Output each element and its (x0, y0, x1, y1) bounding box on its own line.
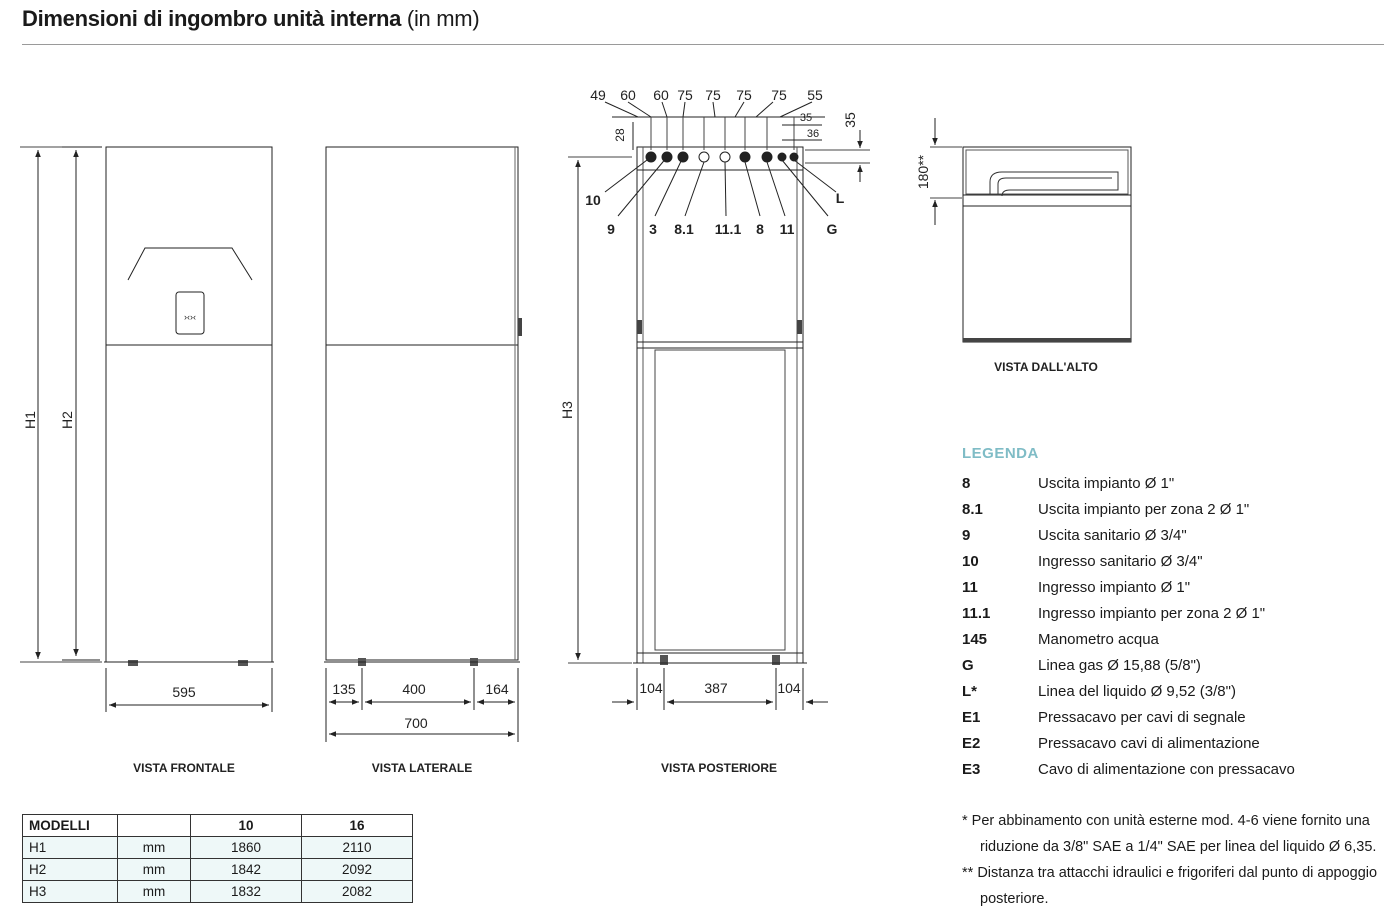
label-front-view: VISTA FRONTALE (133, 761, 235, 775)
table-cell: H1 (22, 836, 118, 859)
dim-rear-right: 104 (777, 680, 801, 696)
rear-dim-4: 75 (677, 87, 693, 103)
dim-rear-mid: 387 (704, 680, 728, 696)
rear-dim-6: 75 (736, 87, 752, 103)
dim-side-total: 700 (404, 715, 428, 731)
rear-dim-7: 75 (771, 87, 787, 103)
table-cell: H3 (22, 880, 118, 903)
table-cell: 2092 (301, 858, 413, 881)
rear-dim-35: 35 (800, 112, 812, 124)
title-divider (22, 44, 1384, 45)
dim-h1: H1 (22, 411, 38, 429)
label-rear-view: VISTA POSTERIORE (661, 761, 777, 775)
table-cell: 2082 (301, 880, 413, 903)
label-top-view: VISTA DALL'ALTO (994, 360, 1098, 374)
conn-l: L (836, 190, 845, 206)
table-row: H3 mm 1832 2082 (22, 880, 413, 903)
table-cell: 1842 (190, 858, 302, 881)
table-row: H1 mm 1860 2110 (22, 836, 413, 859)
footnote-2: ** Distanza tra attacchi idraulici e fri… (962, 865, 1378, 907)
rear-dim-3: 60 (653, 87, 669, 103)
legend-title: LEGENDA (962, 445, 1039, 462)
conn-11-1: 11.1 (715, 221, 742, 237)
rear-dim-1: 49 (590, 87, 606, 103)
table-header-cell: 16 (301, 814, 413, 837)
table-cell: 2110 (301, 836, 413, 859)
conn-g: G (827, 221, 838, 237)
svg-text:›‹›‹: ›‹›‹ (184, 312, 196, 322)
table-header-cell: 10 (190, 814, 302, 837)
conn-8: 8 (756, 221, 764, 237)
dim-side-left: 135 (332, 681, 356, 697)
table-cell: mm (117, 858, 191, 881)
dim-top-35: 35 (842, 112, 858, 128)
top-view: 180** VISTA DALL'ALTO (915, 118, 1132, 374)
front-view: ›‹›‹ H1 H2 595 VISTA FRONTALE (20, 146, 274, 775)
footnotes: * Per abbinamento con unità esterne mod.… (962, 808, 1382, 912)
conn-8-1: 8.1 (674, 221, 694, 237)
conn-9: 9 (607, 221, 615, 237)
rear-dim-8: 55 (807, 87, 823, 103)
legend-item: L*Linea del liquido Ø 9,52 (3/8") (962, 682, 1236, 700)
dim-side-right: 164 (485, 681, 509, 697)
dim-h3: H3 (559, 401, 575, 419)
table-cell: mm (117, 836, 191, 859)
table-cell: H2 (22, 858, 118, 881)
rear-dim-5: 75 (705, 87, 721, 103)
table-cell: 1832 (190, 880, 302, 903)
side-view: 135 400 164 700 VISTA LATERALE (324, 146, 522, 775)
page-title: Dimensioni di ingombro unità interna (in… (22, 6, 480, 31)
rear-view: 49 60 60 75 75 75 75 55 35 36 28 35 10 9… (559, 87, 870, 775)
conn-10: 10 (585, 192, 601, 208)
table-header-row: MODELLI 10 16 (22, 814, 413, 837)
dim-rear-left: 104 (639, 680, 663, 696)
rear-dim-28: 28 (613, 128, 627, 142)
rear-dim-36: 36 (807, 128, 819, 140)
table-header-cell: MODELLI (22, 814, 118, 837)
table-header-cell (117, 814, 191, 837)
conn-3: 3 (649, 221, 657, 237)
table-cell: mm (117, 880, 191, 903)
models-table: MODELLI 10 16 H1 mm 1860 2110 H2 mm 1842… (22, 814, 413, 903)
label-side-view: VISTA LATERALE (372, 761, 472, 775)
dim-h2: H2 (59, 411, 75, 429)
conn-11: 11 (780, 221, 795, 237)
rear-dim-2: 60 (620, 87, 636, 103)
dim-front-width: 595 (172, 684, 196, 700)
dim-side-mid: 400 (402, 681, 426, 697)
footnote-1: * Per abbinamento con unità esterne mod.… (962, 813, 1377, 855)
table-row: H2 mm 1842 2092 (22, 858, 413, 881)
dim-top-180: 180** (915, 154, 931, 189)
table-cell: 1860 (190, 836, 302, 859)
